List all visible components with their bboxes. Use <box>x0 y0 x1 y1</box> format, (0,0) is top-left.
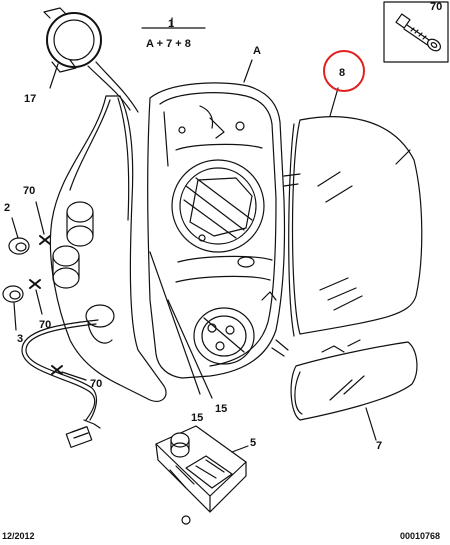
highlight-circle <box>323 50 365 92</box>
ring-clip <box>43 7 102 73</box>
callout-formula: A + 7 + 8 <box>146 38 191 50</box>
screw-marker-a <box>39 235 51 245</box>
mirror-housing <box>147 82 289 379</box>
bolt-icon <box>395 13 442 52</box>
bolt-inset-box <box>383 1 449 63</box>
callout-1: 1 <box>168 18 175 30</box>
mirror-arm-body <box>49 95 167 402</box>
callout-8: 8 <box>339 67 346 79</box>
callout-17: 17 <box>24 93 37 105</box>
screw-marker-c <box>51 365 63 375</box>
callout-7: 7 <box>376 440 383 452</box>
cap-3 <box>2 285 24 303</box>
callout-3: 3 <box>17 333 24 345</box>
mirror-glass <box>283 116 423 337</box>
callout-70-b: 70 <box>39 319 52 331</box>
mirror-switch <box>155 425 247 525</box>
wiring-harness <box>21 319 101 448</box>
callout-2: 2 <box>4 202 11 214</box>
footer-reference: 00010768 <box>400 531 441 541</box>
screw-marker-b <box>29 279 41 289</box>
callout-15-b: 15 <box>191 412 204 424</box>
callout-70-top: 70 <box>430 1 443 13</box>
callout-5: 5 <box>250 437 257 449</box>
callout-A: A <box>253 45 261 57</box>
callout-15-a: 15 <box>215 403 228 415</box>
cap-2 <box>8 237 30 255</box>
callout-70-a: 70 <box>23 185 36 197</box>
callout-70-c: 70 <box>90 378 103 390</box>
footer-date: 12/2012 <box>2 531 35 541</box>
lower-mirror-glass <box>290 339 418 421</box>
